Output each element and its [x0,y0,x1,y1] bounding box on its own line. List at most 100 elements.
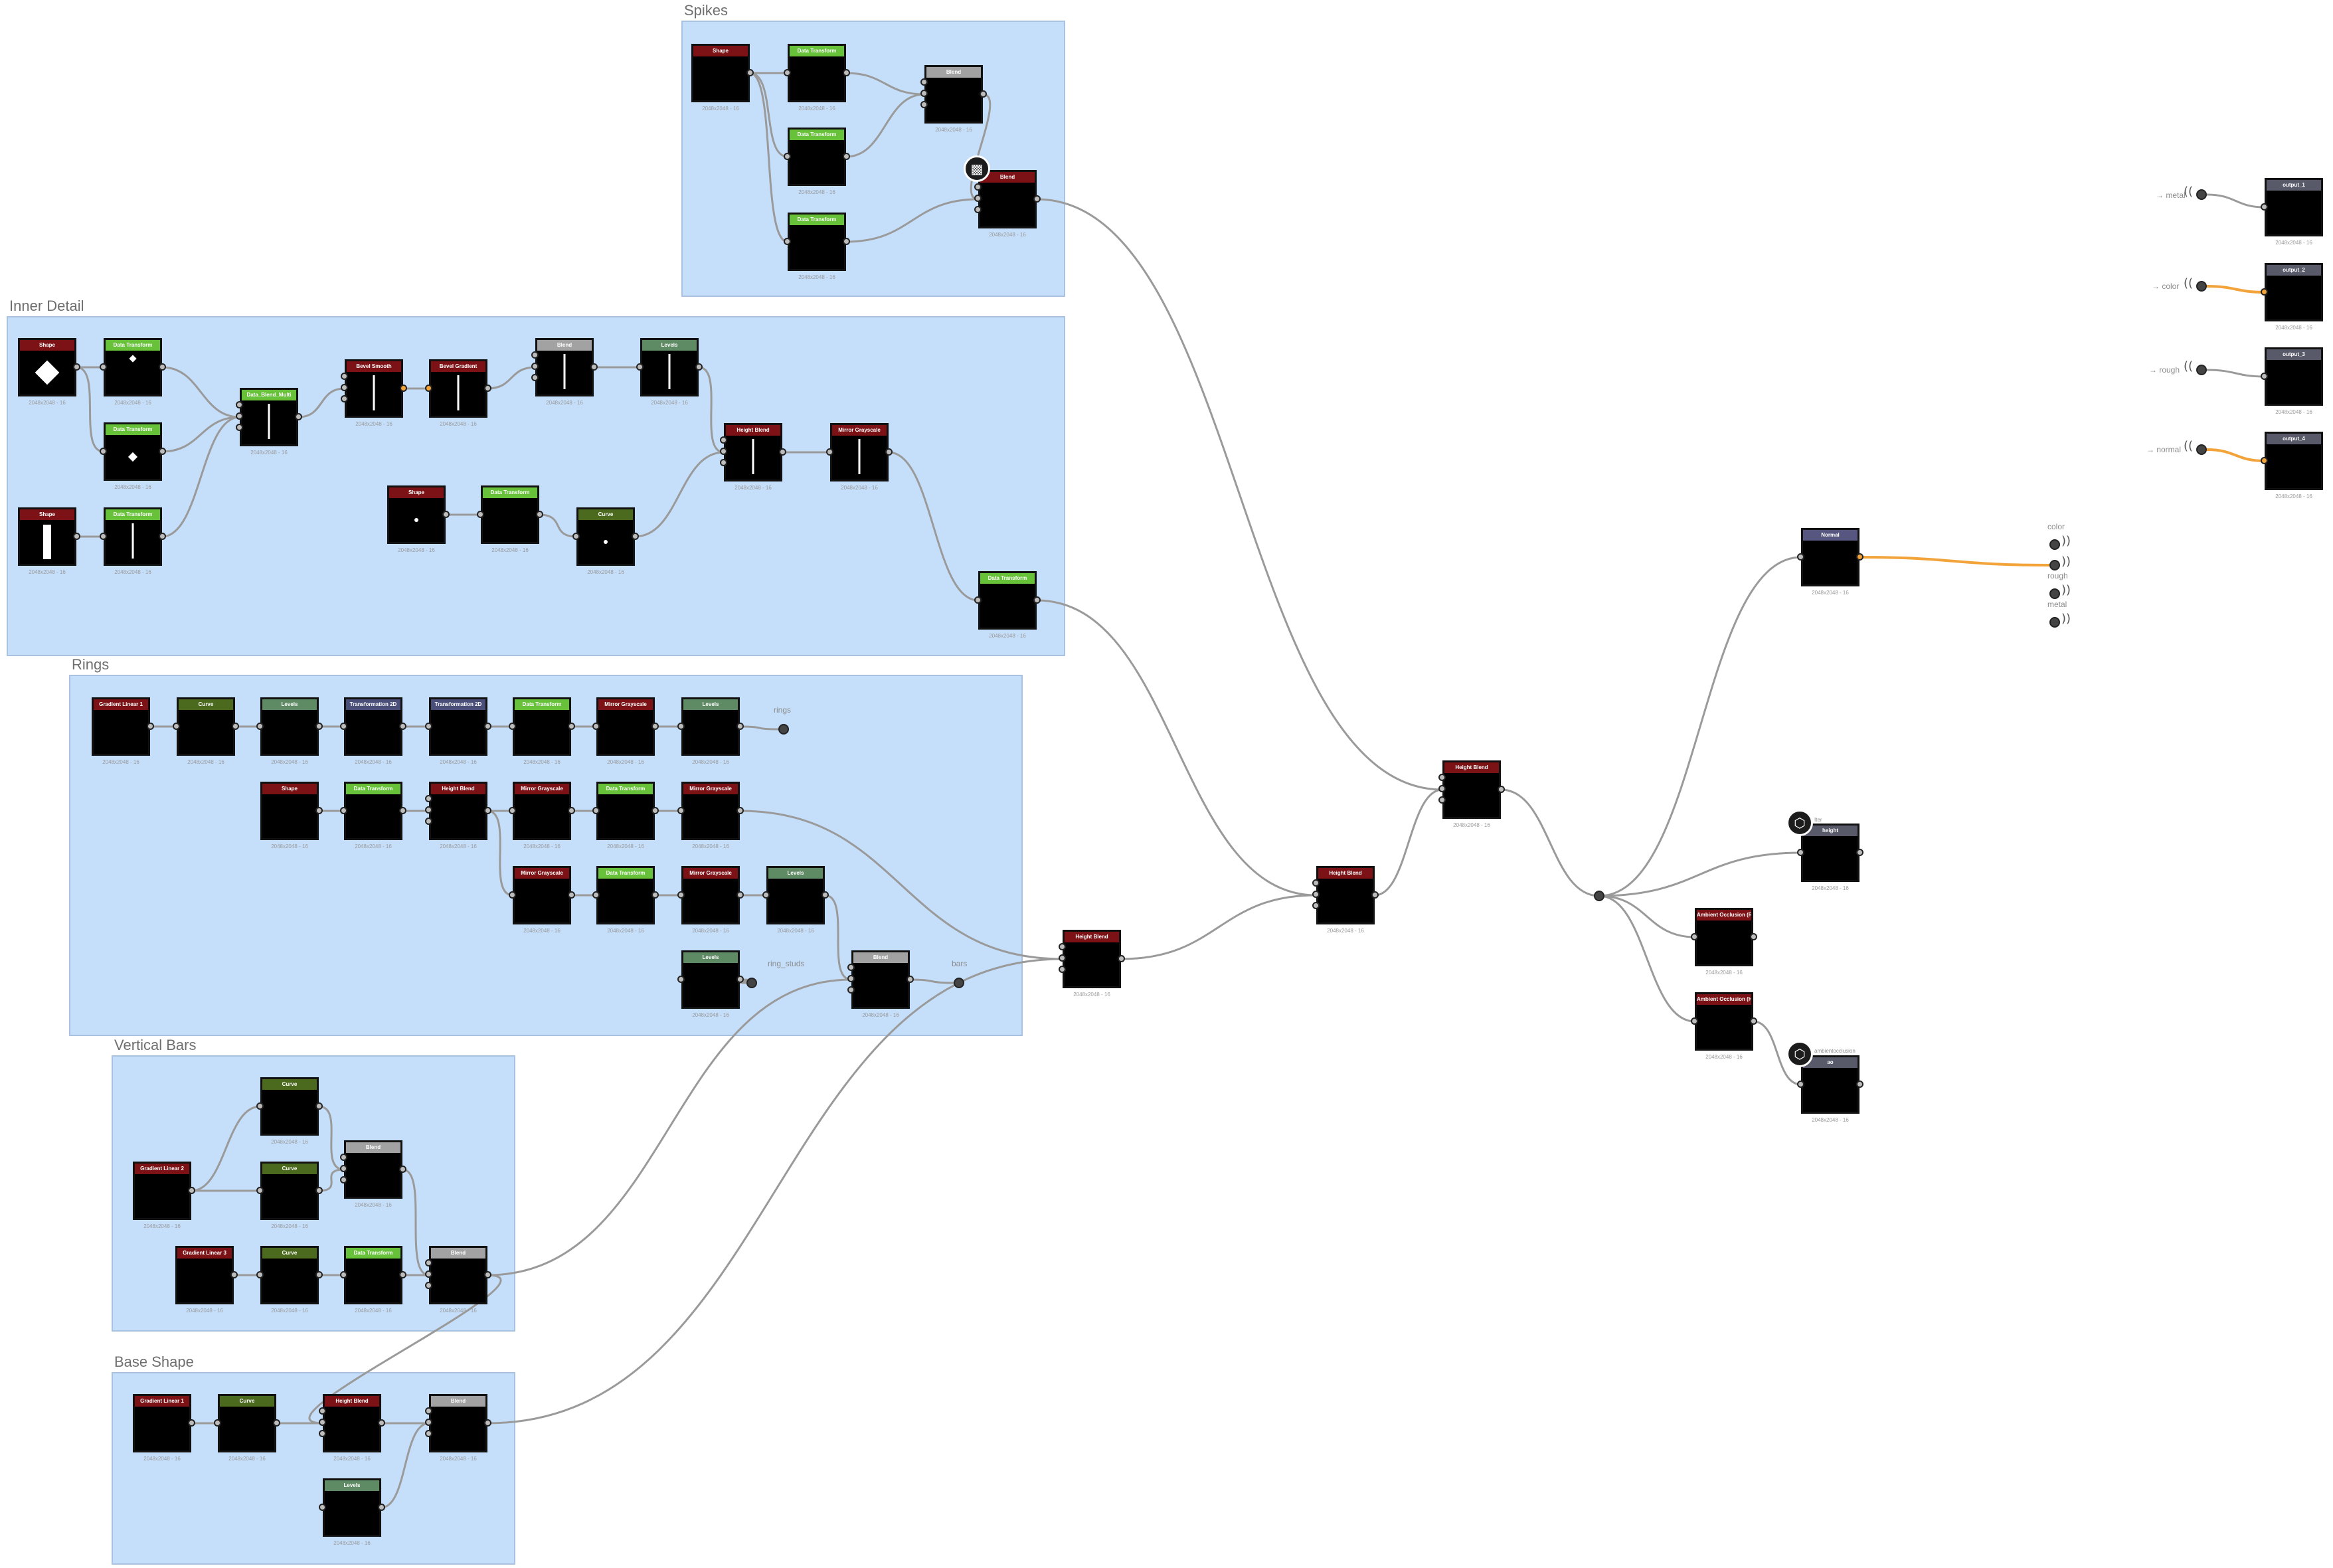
input-port[interactable] [1312,902,1320,909]
output-port[interactable] [1371,891,1379,899]
output-port[interactable] [73,363,80,371]
output-port[interactable] [651,723,659,730]
output-pin-rings[interactable] [778,724,789,735]
input-port[interactable] [425,1407,432,1415]
output-pin-metal[interactable] [2196,189,2207,200]
input-port[interactable] [2261,288,2268,296]
output-port[interactable] [399,1166,406,1173]
input-port[interactable] [1312,891,1320,898]
output-port[interactable] [1750,1017,1757,1025]
input-port[interactable] [341,373,348,380]
input-port[interactable] [319,1419,326,1426]
input-port[interactable] [214,1419,221,1427]
input-port[interactable] [1797,1081,1804,1088]
output-pin-rough[interactable] [2196,365,2207,375]
output-port[interactable] [590,363,598,371]
output-port[interactable] [484,385,491,392]
input-port[interactable] [173,723,180,730]
output-port[interactable] [1033,596,1041,604]
output-port[interactable] [695,363,703,371]
pin-normal[interactable] [2049,560,2060,570]
input-port[interactable] [592,891,600,899]
output-port[interactable] [885,448,893,456]
input-port[interactable] [920,78,928,86]
input-port[interactable] [677,891,685,899]
input-port[interactable] [236,401,243,408]
input-port[interactable] [920,90,928,97]
output-port[interactable] [779,448,786,456]
output-port[interactable] [1856,553,1863,561]
input-port[interactable] [1312,879,1320,887]
input-port[interactable] [1438,796,1446,804]
input-port[interactable] [531,374,539,381]
output-port[interactable] [484,723,491,730]
output-port[interactable] [736,723,744,730]
input-port[interactable] [256,1271,264,1278]
input-port[interactable] [531,363,539,370]
output-port[interactable] [1118,955,1125,962]
input-port[interactable] [509,807,516,814]
input-port[interactable] [1797,849,1804,856]
input-port[interactable] [784,69,791,76]
output-port[interactable] [736,807,744,814]
output-port[interactable] [159,533,166,540]
output-port[interactable] [1856,849,1863,856]
input-port[interactable] [100,533,107,540]
input-port[interactable] [974,206,982,213]
output-port[interactable] [907,976,914,983]
input-port[interactable] [425,1259,432,1266]
input-port[interactable] [477,511,484,518]
input-port[interactable] [236,424,243,431]
input-port[interactable] [592,807,600,814]
input-port[interactable] [531,351,539,359]
output-port[interactable] [399,807,406,814]
input-port[interactable] [920,101,928,108]
output-port[interactable] [843,153,850,160]
output-port[interactable] [484,1271,491,1278]
cube-icon[interactable]: ⬡ [1786,810,1813,836]
input-port[interactable] [256,1187,264,1194]
output-port[interactable] [1498,786,1505,793]
input-port[interactable] [974,183,982,191]
input-port[interactable] [974,195,982,202]
output-port[interactable] [188,1187,195,1194]
input-port[interactable] [1797,553,1804,561]
input-port[interactable] [784,238,791,245]
output-port[interactable] [651,807,659,814]
reroute-dot[interactable] [1594,891,1604,901]
input-port[interactable] [677,723,685,730]
output-port[interactable] [843,238,850,245]
input-port[interactable] [100,448,107,455]
input-port[interactable] [720,448,727,455]
